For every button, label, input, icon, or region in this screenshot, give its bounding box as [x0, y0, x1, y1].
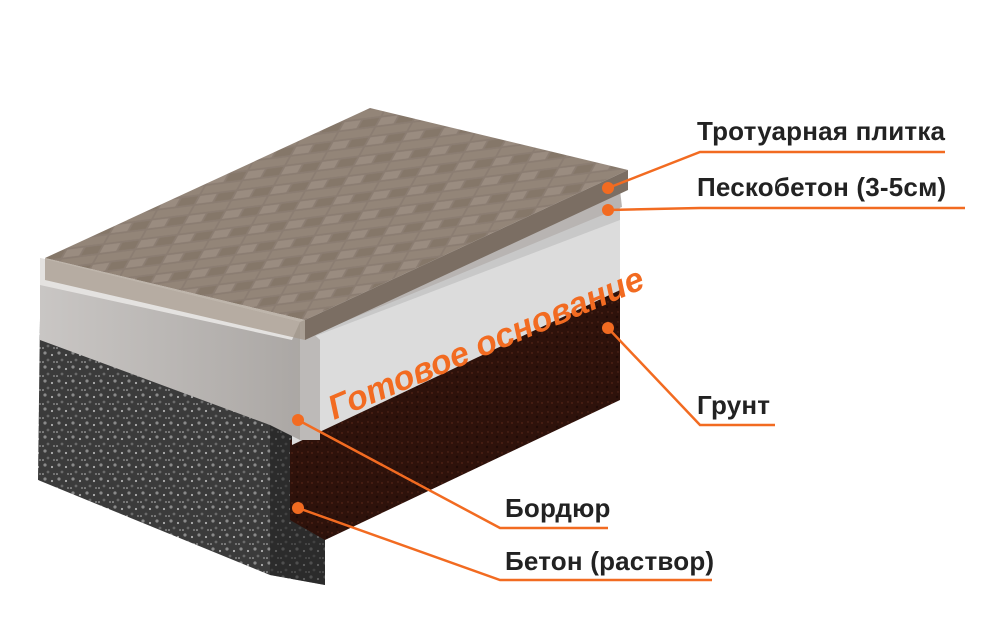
leader-curb [297, 418, 608, 530]
leader-tile [607, 150, 945, 190]
label-paving-tile: Тротуарная плитка [697, 116, 946, 146]
dot-tile [602, 182, 614, 194]
dot-concrete [292, 502, 304, 514]
leader-lines [297, 150, 965, 582]
dot-soil [602, 322, 614, 334]
leader-soil [607, 327, 775, 427]
label-sand-concrete: Пескобетон (3-5см) [697, 172, 947, 202]
label-concrete: Бетон (раствор) [505, 546, 715, 576]
label-soil: Грунт [697, 390, 771, 420]
leader-sand [607, 206, 965, 212]
label-curb: Бордюр [505, 493, 611, 523]
soil-layer [290, 290, 620, 540]
paving-tile-layer [45, 108, 628, 340]
leader-dots [292, 182, 614, 514]
dot-curb [292, 414, 304, 426]
leader-concrete [297, 506, 712, 582]
dot-sand [602, 204, 614, 216]
